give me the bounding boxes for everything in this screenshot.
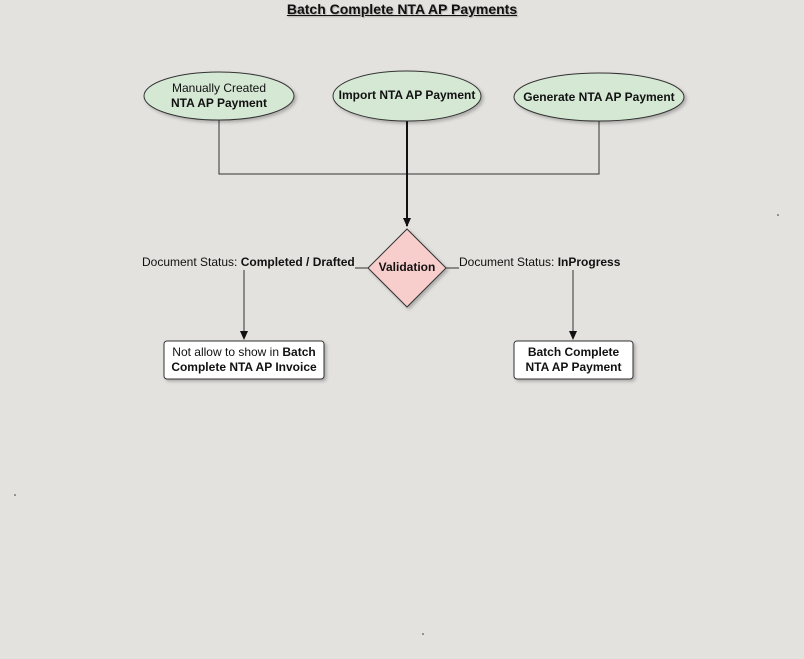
edge-validation-to-not-allowed: [240, 267, 368, 340]
result-batch-complete-line2: NTA AP Payment: [525, 360, 622, 374]
node-import: Import NTA AP Payment: [333, 71, 481, 119]
node-generate-label: Generate NTA AP Payment: [523, 89, 675, 104]
left-branch-label-value: Completed / Drafted: [240, 255, 355, 269]
result-batch-complete-box: [513, 340, 634, 380]
node-import-label: Import NTA AP Payment: [338, 87, 476, 102]
result-not-allowed-box: [163, 340, 325, 380]
right-branch-label-value: InProgress: [557, 255, 621, 269]
node-import-ellipse: [332, 70, 482, 122]
diagram-title: Batch Complete NTA AP Payments: [286, 1, 518, 17]
stray-dot: [422, 633, 424, 635]
stray-dot: [14, 494, 16, 496]
result-not-allowed: Not allow to show in Batch Complete NTA …: [164, 341, 324, 379]
edge-manual-to-junction: [218, 120, 407, 175]
decision-label: Validation: [378, 259, 436, 274]
node-generate: Generate NTA AP Payment: [514, 73, 684, 121]
result-not-allowed-line1: Not allow to show in Batch: [172, 345, 315, 360]
stray-dot: [777, 214, 779, 216]
right-branch-label: Document Status: InProgress: [459, 255, 621, 270]
decision-diamond: [367, 228, 447, 308]
edge-validation-to-batch-complete: [446, 267, 577, 340]
left-branch-label: Document Status: Completed / Drafted: [142, 255, 355, 270]
node-manual-line1: Manually Created: [171, 81, 267, 95]
result-not-allowed-bold1: Batch: [282, 345, 316, 359]
left-branch-label-prefix: Document Status:: [142, 255, 241, 269]
result-not-allowed-pre: Not allow to show in: [172, 345, 283, 359]
edge-generate-to-junction: [407, 121, 600, 175]
right-branch-label-prefix: Document Status:: [459, 255, 558, 269]
node-manual: Manually Created NTA AP Payment: [144, 72, 294, 120]
node-manual-ellipse: [143, 71, 295, 121]
result-batch-complete: Batch Complete NTA AP Payment: [514, 341, 633, 379]
result-batch-complete-line1: Batch Complete: [527, 345, 620, 359]
node-manual-line2: NTA AP Payment: [170, 96, 268, 110]
decision-node: Validation: [368, 252, 446, 282]
result-not-allowed-line2: Complete NTA AP Invoice: [171, 360, 317, 374]
node-generate-ellipse: [513, 72, 685, 122]
